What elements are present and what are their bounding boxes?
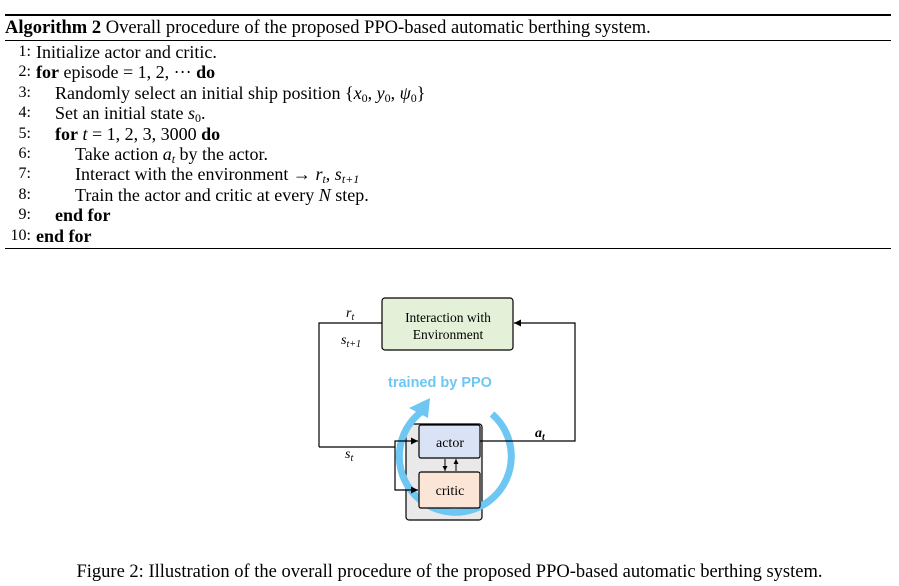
line-token: a [162,143,172,164]
state-label: st [345,447,353,464]
line-token: 0 [195,111,201,126]
line-token: t+1 [341,172,360,187]
algorithm-line: 2: for episode = 1, 2, ··· do [5,62,891,82]
reward-label: rt [346,306,354,323]
line-token: 0 [410,90,417,105]
line-number: 4: [18,104,31,122]
algorithm-line: 3: Randomly select an initial ship positi… [5,83,891,105]
line-token: = 1, 2, 3, 3000 [87,123,202,144]
line-text: Train the actor and critic at every N st… [75,185,369,205]
action-label: at [535,426,546,443]
algorithm-line: 4: Set an initial state s0. [5,103,891,125]
line-number: 7: [18,165,31,183]
line-text: Take action at by the actor. [75,144,268,169]
line-token: step. [330,184,369,205]
algorithm-line: 1: Initialize actor and critic. [5,42,891,62]
line-text: Initialize actor and critic. [36,42,217,62]
line-token: do [201,123,221,144]
critic-box [418,471,481,509]
line-token: for [55,123,78,144]
line-token: episode = 1, 2, ··· [58,62,197,83]
line-token: Take action [75,143,163,164]
line-token: by the actor. [175,143,269,164]
line-token: . [201,103,206,124]
line-token: Set an initial state [55,103,188,124]
line-token: y [376,82,385,103]
algorithm-block: Algorithm 2 Overall procedure of the pro… [5,14,891,249]
algorithm-line: 8: Train the actor and critic at every N … [5,185,891,205]
line-text: Set an initial state s0. [55,103,206,128]
line-token: r [315,164,323,185]
line-text: Interact with the environment → rt, st+1 [75,164,359,189]
line-number: 9: [18,206,31,224]
line-token: end for [55,205,111,226]
line-token: 0 [361,90,368,105]
next-state-label: st+1 [341,333,361,350]
algorithm-line: 10: end for [5,226,891,246]
algorithm-line: 6: Take action at by the actor. [5,144,891,166]
ppo-ring-arrowhead [409,398,430,418]
line-token: ψ [399,82,411,103]
line-token: } [416,82,426,103]
line-number: 2: [18,63,31,81]
line-token: t [82,123,88,144]
line-token: end for [36,225,92,246]
line-number: 3: [18,83,31,101]
line-number: 1: [18,43,31,60]
line-token: do [196,62,216,83]
line-token: x [353,82,362,103]
environment-label-line1: Interaction with [405,310,491,325]
algorithm-line: 7: Interact with the environment → rt, st… [5,164,891,186]
diagram-svg: Interaction with Environment trained by … [318,297,576,521]
action-arrow [480,319,576,442]
line-text: end for [36,226,92,246]
top-rule [5,14,891,16]
line-token: Train the actor and critic at every [75,184,319,205]
line-token: N [318,184,331,205]
line-token: for [36,62,59,83]
algorithm-line: 9: end for [5,205,891,225]
line-token: t [171,151,176,166]
line-token: t [322,172,326,187]
environment-label-line2: Environment [413,327,484,342]
critic-label: critic [436,484,465,499]
bottom-rule [5,247,891,249]
line-number: 8: [18,185,31,203]
state-to-actor-arrow [319,437,418,448]
algorithm-caption: Algorithm 2 Overall procedure of the pro… [5,16,891,40]
line-token: , [390,82,400,103]
state-feedback-line [318,322,382,447]
line-token: s [334,164,342,185]
line-text: for episode = 1, 2, ··· do [36,62,215,82]
state-to-critic-arrow [394,447,418,494]
line-text: for t = 1, 2, 3, 3000 do [55,124,220,144]
line-text: Randomly select an initial ship position… [55,83,425,108]
caption-rule [5,40,891,41]
algorithm-line: 5: for t = 1, 2, 3, 3000 do [5,124,891,144]
line-number: 5: [18,124,31,142]
line-token: , [367,82,377,103]
line-text: end for [55,205,111,225]
line-token: Randomly select an initial ship position… [55,82,354,103]
line-number: 10: [10,226,31,244]
algorithm-label: Algorithm 2 [5,18,102,38]
algorithm-title: Overall procedure of the proposed PPO-ba… [105,18,651,38]
line-token: , [325,164,335,185]
actor-label: actor [436,436,464,451]
figure-caption: Figure 2: Illustration of the overall pr… [76,562,823,582]
ppo-label: trained by PPO [388,375,492,391]
line-token: 0 [384,90,391,105]
line-token: Interact with the environment → [75,164,316,185]
algorithm-lines: 1: Initialize actor and critic. 2: for epis… [5,41,891,248]
line-token: Initialize actor and critic. [36,42,217,62]
line-number: 6: [18,144,31,162]
ppo-diagram: Interaction with Environment trained by … [312,296,587,536]
line-token: s [187,103,195,124]
environment-box [381,297,514,351]
